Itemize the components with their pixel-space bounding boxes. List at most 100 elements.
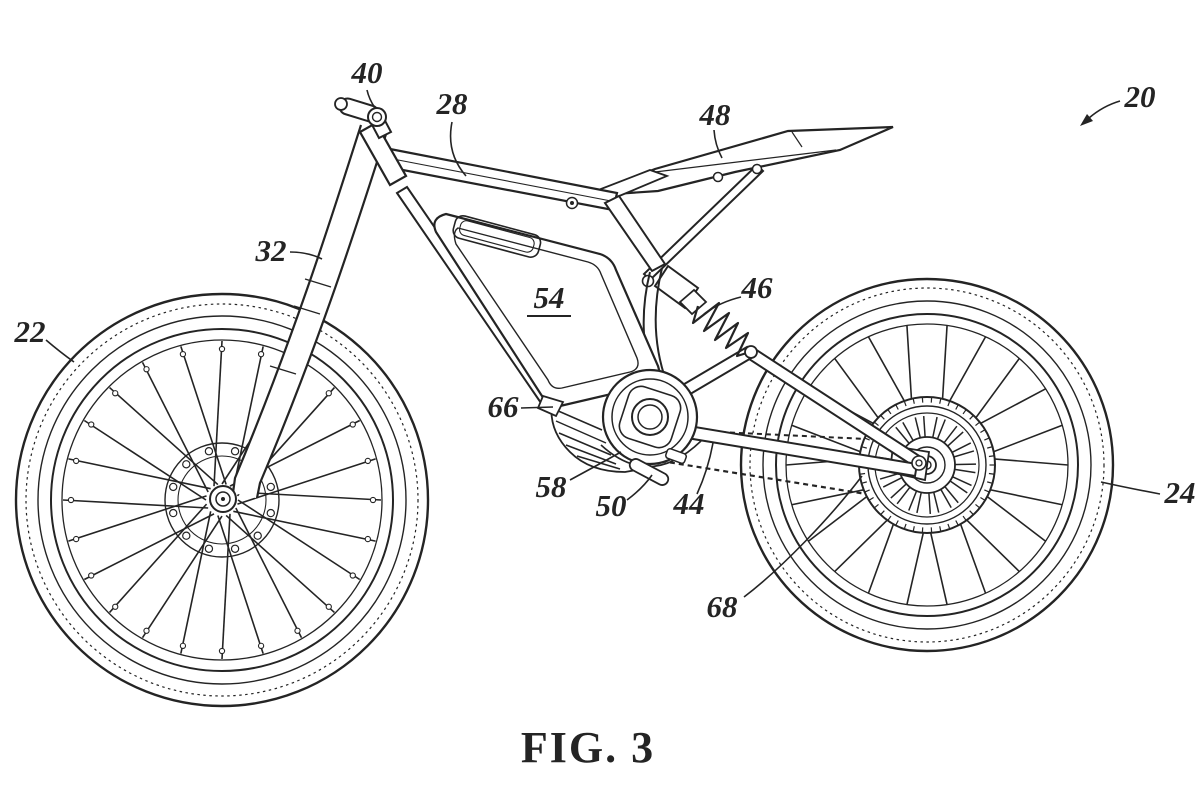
hub-hole <box>204 447 214 456</box>
coil-spring <box>691 301 751 358</box>
tail-bolt-rear <box>751 163 763 175</box>
axle-nut-center <box>915 459 923 467</box>
pulley-tooth <box>984 489 990 493</box>
tail-inner-line <box>654 149 837 173</box>
leader-40 <box>366 89 376 109</box>
battery-window-outer <box>452 214 542 258</box>
ref-label-48: 48 <box>699 97 732 132</box>
spoke-nipple <box>349 572 356 579</box>
front-hub-flange-inner <box>177 455 267 545</box>
pulley-tooth <box>955 404 959 410</box>
pulley-tooth <box>861 446 867 449</box>
spoke-nipple <box>218 647 226 655</box>
spoke <box>232 346 264 489</box>
hub-hole <box>266 482 275 492</box>
rear-tire-outer <box>739 277 1115 653</box>
front-tire-inner <box>37 315 407 685</box>
swingarm <box>667 345 931 482</box>
pulley-tooth <box>903 523 907 530</box>
pulley-tooth <box>969 510 974 516</box>
ref-label-28: 28 <box>436 86 469 121</box>
head-tube <box>358 121 408 187</box>
tail-crease <box>791 131 803 148</box>
fork-right-edge <box>255 130 389 499</box>
ref-label-24: 24 <box>1164 475 1196 510</box>
leader-20 <box>1088 100 1121 119</box>
pulley-tooth <box>962 409 967 415</box>
frame-bolt-center <box>570 201 574 205</box>
arrowhead-20 <box>1080 114 1093 126</box>
spoke <box>217 515 264 654</box>
pulley-tooth <box>861 481 867 484</box>
pulley-tooth <box>887 515 892 521</box>
pulley-tooth <box>873 421 879 427</box>
leader-46 <box>703 296 742 315</box>
belt-lower-run <box>660 459 867 496</box>
spoke-nipple <box>72 535 80 543</box>
spoke <box>221 513 231 660</box>
pulley-tooth <box>895 520 899 526</box>
pulley-tooth <box>947 523 951 530</box>
spoke-nipple <box>349 421 356 428</box>
spoke <box>108 503 208 613</box>
spoke-nipple <box>112 603 119 610</box>
leader-48 <box>713 129 723 159</box>
fork-seam-1 <box>304 278 332 288</box>
hub-hole <box>253 531 262 540</box>
pulley-tooth <box>969 414 974 420</box>
front-rim-inner <box>61 339 383 661</box>
front-axle-center <box>221 497 225 501</box>
pulley-tooth <box>987 446 993 449</box>
grip-flange <box>367 107 387 127</box>
spoke <box>180 346 227 485</box>
pulley-tooth <box>864 489 870 493</box>
spoke-nipple <box>364 457 372 465</box>
pulley-tooth <box>903 400 907 407</box>
spoke-nipple <box>88 572 95 579</box>
seat-stay-beam <box>603 194 667 273</box>
battery-panel <box>453 227 639 390</box>
spoke <box>180 511 212 654</box>
spoke-nipple <box>325 390 332 397</box>
pulley-tooth <box>895 404 899 410</box>
rear-tire-inner <box>762 300 1092 630</box>
leader-lines <box>45 89 1161 598</box>
spoke <box>68 495 207 542</box>
seat-tail <box>584 125 894 282</box>
ref-label-58: 58 <box>536 469 568 504</box>
leader-24 <box>1100 481 1161 495</box>
fork-seam-2 <box>293 305 321 315</box>
ref-label-40: 40 <box>351 55 383 90</box>
spoke <box>83 513 215 581</box>
pulley-tooth <box>880 510 885 516</box>
hub-hole <box>266 508 275 518</box>
pulley-tooth <box>980 429 986 434</box>
spoke <box>62 499 209 509</box>
fork-left-edge <box>231 124 363 494</box>
spoke-nipple <box>67 496 75 504</box>
ref-label-66: 66 <box>488 389 520 424</box>
ref-label-44: 44 <box>673 486 705 521</box>
spoke-nipple <box>143 366 150 373</box>
spoke <box>109 386 219 486</box>
spoke-nipple <box>257 642 265 650</box>
leader-44 <box>696 442 714 495</box>
pulley-tooth <box>955 520 959 526</box>
leader-28 <box>449 121 467 177</box>
leader-68 <box>743 475 863 598</box>
leader-50 <box>626 474 653 501</box>
hub-hole <box>230 447 240 456</box>
spoke <box>83 419 207 501</box>
tail-bolt-front <box>712 171 724 183</box>
spoke <box>141 515 223 639</box>
spoke-nipple <box>179 642 187 650</box>
spoke <box>213 340 223 487</box>
foot-peg <box>628 458 670 486</box>
shock-clevis <box>678 288 708 316</box>
pulley-tooth <box>980 496 986 501</box>
spoke <box>235 507 303 639</box>
front-axle-inner <box>215 491 231 507</box>
pulley-tooth <box>912 398 915 404</box>
pulley-tooth <box>962 515 967 521</box>
grip-end-cap <box>334 97 348 111</box>
